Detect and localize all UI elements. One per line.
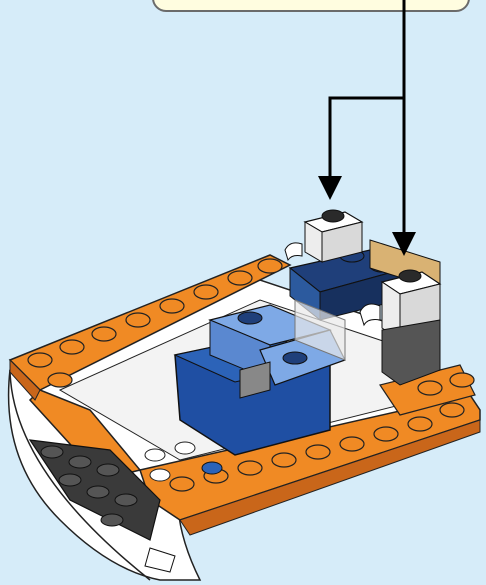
blue-stud — [202, 462, 222, 474]
arrow-down-icon — [330, 0, 404, 180]
arrow-down-icon — [318, 176, 342, 200]
white-clip-brick-left — [285, 210, 362, 262]
